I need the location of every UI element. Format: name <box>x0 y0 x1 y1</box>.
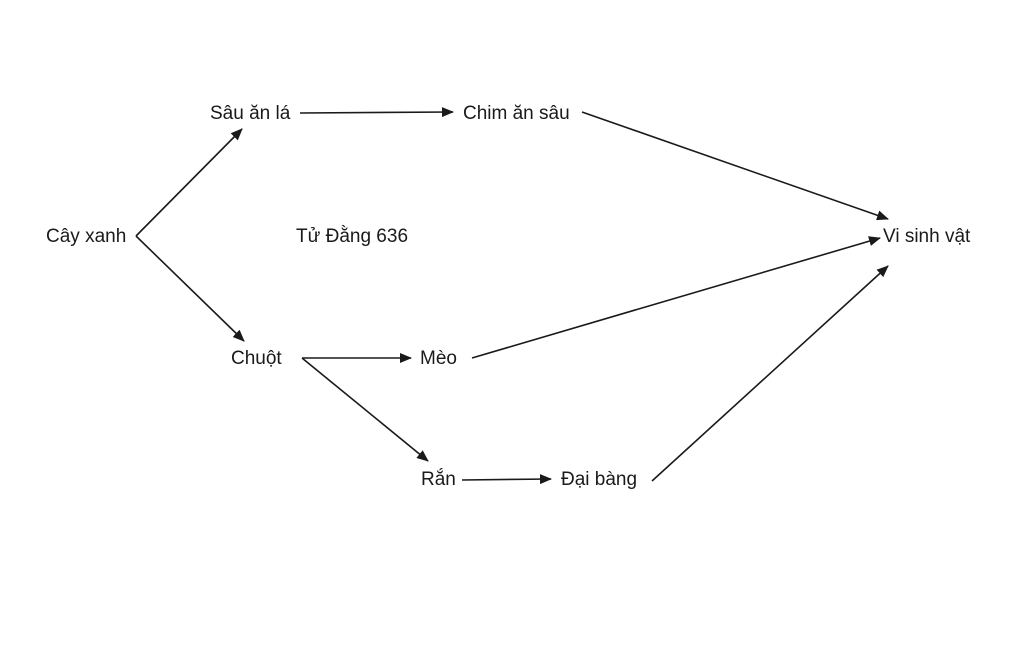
node-chuot: Chuột <box>231 348 282 369</box>
edge-sau-an-la-to-chim-an-sau <box>299 107 454 118</box>
node-sau-an-la: Sâu ăn lá <box>210 103 291 124</box>
edge-chuot-to-ran <box>301 357 429 462</box>
edges-group <box>135 107 889 485</box>
node-meo: Mèo <box>420 348 457 369</box>
node-cay-xanh: Cây xanh <box>46 226 126 247</box>
node-vi-sinh-vat: Vi sinh vật <box>883 226 971 247</box>
node-dai-bang: Đại bàng <box>561 469 637 490</box>
edge-chim-an-sau-to-vi-sinh-vat <box>581 111 889 221</box>
node-ran: Rắn <box>421 468 456 490</box>
edge-meo-to-vi-sinh-vat <box>471 236 881 359</box>
edge-ran-to-dai-bang <box>461 474 552 485</box>
edge-cay-xanh-to-chuot <box>135 235 245 342</box>
node-chim-an-sau: Chim ăn sâu <box>463 103 570 124</box>
watermark-text: Tử Đằng 636 <box>296 225 408 247</box>
edge-dai-bang-to-vi-sinh-vat <box>651 265 889 482</box>
edge-cay-xanh-to-sau-an-la <box>135 128 243 237</box>
nodes-group: Cây xanh Sâu ăn lá Chim ăn sâu Chuột Mèo… <box>46 103 971 490</box>
